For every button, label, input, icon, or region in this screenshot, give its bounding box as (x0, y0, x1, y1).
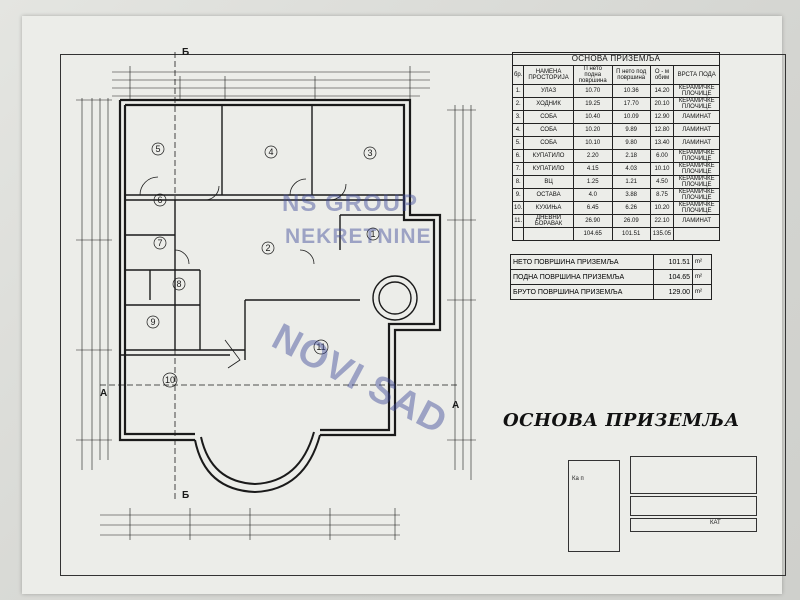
watermark-line-1: NS GROUP (282, 190, 419, 217)
room-7-label: 7 (157, 238, 162, 248)
room-11-label: 11 (316, 342, 325, 352)
schedule-title: ОСНОВА ПРИЗЕМЉА (512, 52, 720, 66)
schedule-header-row: бр. НАМЕНА ПРОСТОРИЈА П нето подна површ… (511, 65, 720, 85)
room-3-label: 3 (367, 148, 372, 158)
drawing-title: ОСНОВА ПРИЗЕМЉА (503, 410, 740, 431)
schedule-sum-row: 104.65 101.51 135.05 (511, 227, 720, 241)
section-a-right: А (452, 400, 459, 411)
room-10-label: 10 (165, 375, 175, 385)
section-lines (100, 52, 460, 500)
room-5-label: 5 (155, 144, 160, 154)
left-dimension-lines (76, 98, 112, 470)
stamp-text-kat: КАТ (710, 520, 721, 526)
door-swings (139, 176, 347, 369)
top-dimension-lines (112, 66, 430, 100)
room-8-label: 8 (176, 279, 181, 289)
exterior-walls (118, 98, 442, 442)
room-1-label: 1 (370, 229, 375, 239)
room-4-label: 4 (268, 147, 273, 157)
sheet-border (60, 54, 786, 576)
room-2-label: 2 (265, 243, 270, 253)
section-a-left: А (100, 388, 107, 399)
section-b-bottom: Б (182, 490, 189, 501)
round-feature (372, 275, 418, 321)
stamp-text-small: Ка п (572, 476, 584, 482)
room-9-label: 9 (150, 317, 155, 327)
room-labels: 1 2 3 4 5 6 7 8 9 10 11 (146, 142, 380, 388)
watermark-line-2: NEKRETNINE (285, 225, 432, 248)
room-schedule-table: ОСНОВА ПРИЗЕМЉА бр. НАМЕНА ПРОСТОРИЈА П … (511, 52, 720, 241)
bottom-dimension-lines (100, 508, 400, 540)
section-markers: Б Б А А (100, 47, 459, 501)
room-6-label: 6 (157, 195, 162, 205)
section-b-top: Б (182, 47, 189, 58)
bay-window (194, 431, 321, 494)
right-dimension-lines (447, 105, 476, 480)
title-block: КАТ Ка п (560, 456, 760, 554)
